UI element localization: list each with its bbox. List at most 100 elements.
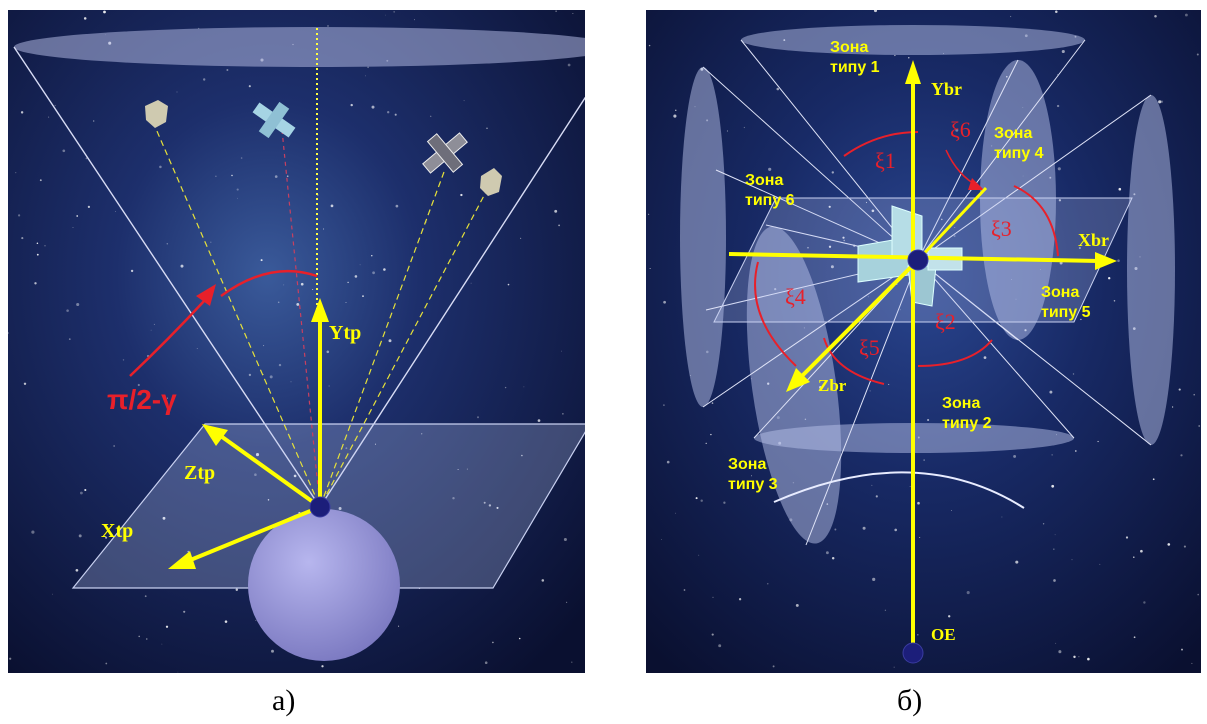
xi-3-label: ξ3	[991, 216, 1012, 241]
star	[683, 589, 686, 591]
earth-center-point	[902, 642, 924, 664]
star	[226, 69, 229, 71]
star	[161, 643, 163, 645]
star	[875, 495, 878, 498]
star	[795, 603, 799, 607]
star	[1073, 655, 1076, 659]
y-axis-label: Ytp	[329, 322, 361, 344]
x-axis-arrowhead	[1095, 252, 1117, 270]
star	[1099, 563, 1101, 565]
star	[430, 115, 432, 117]
star	[255, 453, 260, 457]
star	[562, 413, 564, 415]
xi-2-label: ξ2	[935, 309, 956, 334]
star	[1143, 601, 1146, 604]
star	[869, 390, 871, 392]
star	[248, 373, 252, 377]
star	[260, 259, 263, 262]
star	[1118, 187, 1122, 191]
star	[1125, 536, 1129, 539]
panel-a-svg: π/2-γ Ytp Ztp Xtp	[8, 10, 585, 673]
debris-object-1	[145, 100, 168, 128]
star	[122, 359, 125, 361]
star	[87, 205, 91, 209]
star	[648, 213, 650, 215]
xi-1-label: ξ1	[875, 148, 896, 173]
star	[831, 171, 834, 174]
star	[873, 10, 878, 13]
star	[518, 637, 521, 640]
star	[1160, 100, 1164, 103]
star	[167, 397, 168, 399]
star	[138, 635, 140, 638]
star	[830, 265, 834, 269]
star	[206, 475, 209, 478]
star	[1049, 390, 1053, 394]
star	[383, 268, 386, 271]
star	[237, 197, 238, 199]
star	[862, 526, 866, 530]
star	[9, 657, 12, 660]
star	[772, 665, 775, 668]
star	[486, 127, 488, 130]
star	[825, 551, 829, 555]
star	[537, 419, 541, 422]
star	[39, 179, 42, 182]
star	[1133, 636, 1136, 639]
star	[477, 416, 479, 419]
star	[941, 218, 943, 221]
star	[723, 501, 726, 504]
star	[1133, 556, 1135, 558]
star	[36, 253, 39, 256]
star	[394, 113, 397, 116]
star	[365, 75, 366, 77]
debris-object-2	[480, 168, 502, 196]
star	[663, 300, 666, 304]
star	[1183, 545, 1186, 548]
star	[566, 601, 568, 604]
earth-horizon-arc	[773, 471, 1025, 509]
star	[36, 242, 39, 244]
star	[362, 295, 364, 297]
star	[951, 510, 952, 511]
x-axis-label: Xbr	[1078, 230, 1109, 250]
star	[176, 91, 178, 93]
angle-label: π/2-γ	[107, 384, 177, 415]
star	[663, 404, 665, 406]
star	[374, 443, 377, 445]
xi-3-arc	[1013, 185, 1059, 257]
star	[675, 109, 677, 111]
star	[359, 264, 361, 266]
star	[1051, 484, 1055, 488]
star	[274, 175, 278, 178]
star	[1053, 548, 1055, 550]
y-axis-arrowhead	[905, 60, 921, 84]
star	[894, 528, 897, 532]
star	[105, 536, 108, 539]
star	[290, 381, 292, 383]
star	[68, 338, 71, 340]
x-axis-label: Xtp	[101, 520, 133, 542]
star	[807, 246, 809, 249]
panel-a-diagram: π/2-γ Ytp Ztp Xtp	[8, 10, 585, 673]
star	[338, 507, 342, 510]
star	[388, 339, 392, 343]
star	[555, 10, 557, 12]
star	[710, 433, 712, 436]
star	[966, 591, 970, 595]
star	[521, 454, 523, 457]
star	[1051, 454, 1053, 456]
star	[828, 245, 832, 248]
star	[1087, 657, 1090, 661]
star	[8, 332, 9, 334]
star	[387, 111, 390, 114]
star	[162, 516, 166, 520]
star	[1054, 534, 1056, 536]
star	[484, 661, 488, 664]
star	[137, 383, 140, 387]
star	[768, 167, 772, 171]
star	[231, 174, 233, 177]
z-axis	[216, 432, 322, 509]
star	[1117, 259, 1120, 262]
star	[300, 282, 304, 286]
